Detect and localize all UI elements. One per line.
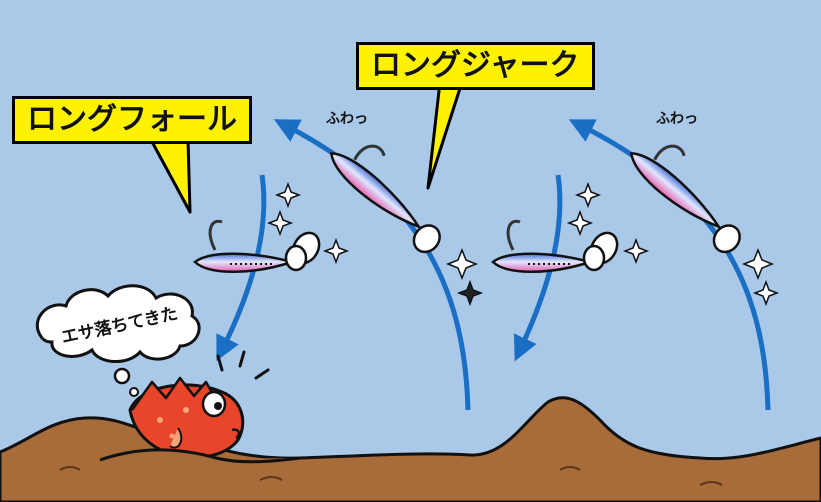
surprise-lines xyxy=(216,350,270,380)
jig-diagonal-2 xyxy=(629,144,741,254)
callout-pointer-fall xyxy=(148,136,192,214)
long-fall-label: ロングフォール xyxy=(12,96,252,144)
speech-bubble xyxy=(35,284,201,363)
fish xyxy=(128,376,245,459)
sparkle-group xyxy=(266,181,780,307)
callout-pointer-jerk xyxy=(426,80,464,190)
jerk-arrow-1 xyxy=(273,119,471,411)
jig-horizontal-2 xyxy=(491,219,619,273)
float-sound-effect-2: ふわっ xyxy=(656,111,698,127)
seabed xyxy=(0,396,821,502)
jig-diagonal-1 xyxy=(329,144,441,254)
float-sound-effect-1: ふわっ xyxy=(326,111,368,127)
jerk-arrow-2 xyxy=(568,119,771,411)
long-jerk-label: ロングジャーク xyxy=(356,42,595,90)
jig-horizontal-1 xyxy=(193,219,321,273)
